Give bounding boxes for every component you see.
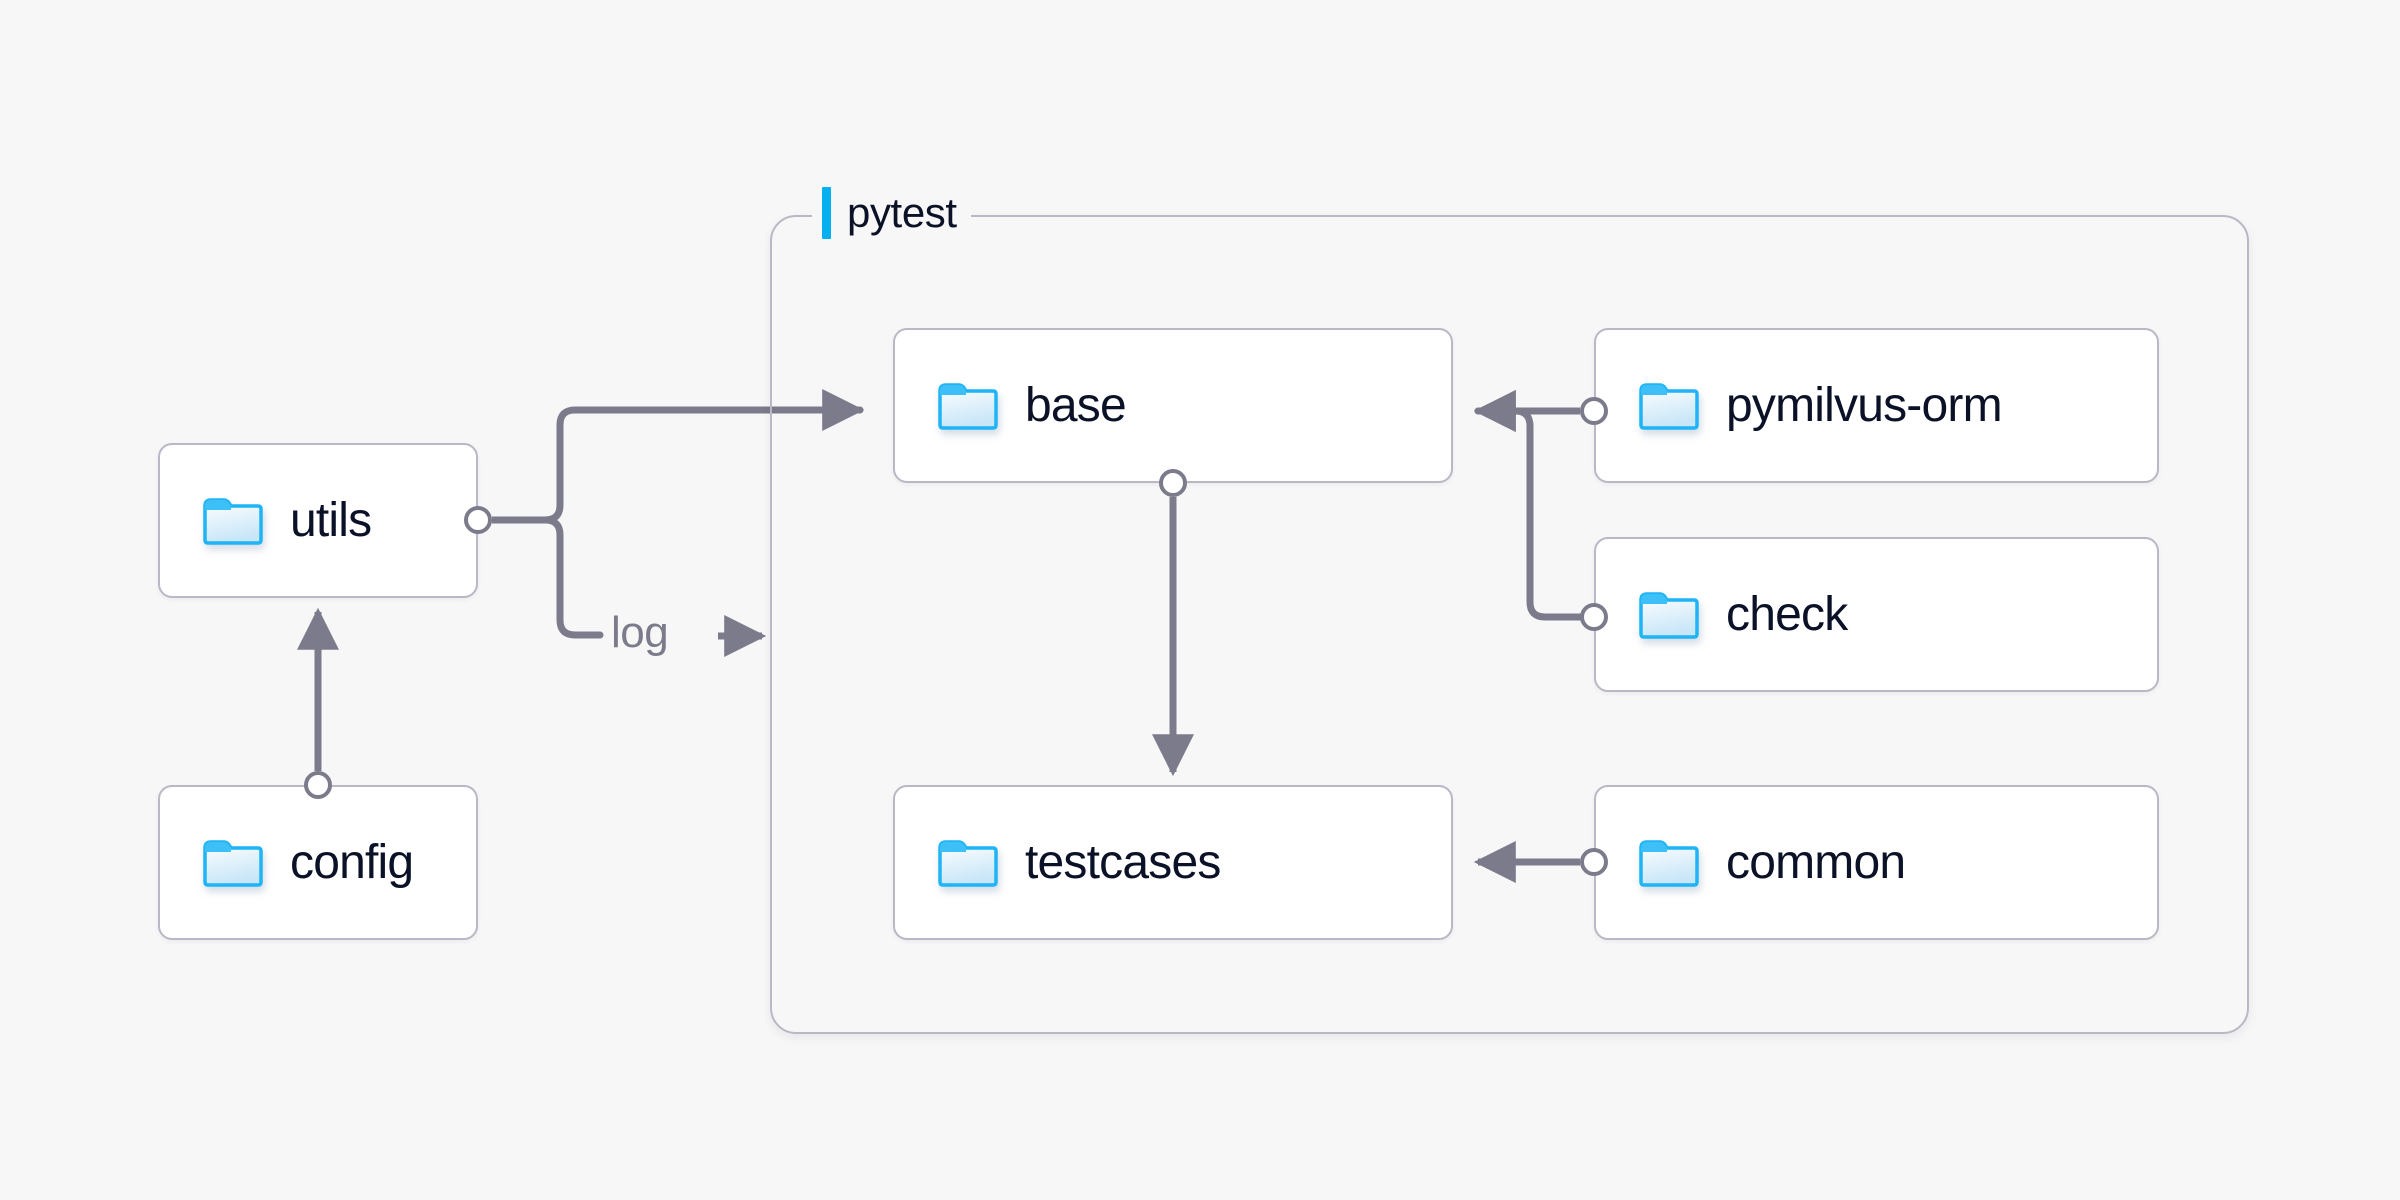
folder-icon bbox=[1638, 838, 1700, 888]
folder-icon bbox=[202, 838, 264, 888]
node-label: config bbox=[290, 836, 414, 889]
node-label: base bbox=[1025, 379, 1127, 432]
node-label: check bbox=[1726, 588, 1848, 641]
port-base-bottom[interactable] bbox=[1159, 469, 1187, 497]
folder-icon bbox=[202, 496, 264, 546]
group-label-text: pytest bbox=[847, 189, 957, 236]
node-label: utils bbox=[290, 494, 372, 547]
node-label: pymilvus-orm bbox=[1726, 379, 2003, 432]
port-utils-right[interactable] bbox=[464, 506, 492, 534]
group-container-pytest[interactable] bbox=[770, 215, 2249, 1034]
folder-icon bbox=[937, 838, 999, 888]
folder-icon bbox=[937, 381, 999, 431]
node-common[interactable]: common bbox=[1594, 785, 2159, 940]
node-check[interactable]: check bbox=[1594, 537, 2159, 692]
port-pymilvus-orm-left[interactable] bbox=[1580, 397, 1608, 425]
port-check-left[interactable] bbox=[1580, 603, 1608, 631]
edge-label-log: log bbox=[605, 608, 675, 658]
group-accent-bar bbox=[822, 187, 831, 239]
node-testcases[interactable]: testcases bbox=[893, 785, 1453, 940]
node-label: testcases bbox=[1025, 836, 1221, 889]
group-label-pytest: pytest bbox=[812, 186, 971, 240]
node-utils[interactable]: utils bbox=[158, 443, 478, 598]
folder-icon bbox=[1638, 381, 1700, 431]
port-config-top[interactable] bbox=[304, 771, 332, 799]
node-label: common bbox=[1726, 836, 1906, 889]
node-config[interactable]: config bbox=[158, 785, 478, 940]
edge-utils-to-log bbox=[526, 516, 604, 639]
node-pymilvus-orm[interactable]: pymilvus-orm bbox=[1594, 328, 2159, 483]
node-base[interactable]: base bbox=[893, 328, 1453, 483]
port-common-left[interactable] bbox=[1580, 848, 1608, 876]
folder-icon bbox=[1638, 590, 1700, 640]
